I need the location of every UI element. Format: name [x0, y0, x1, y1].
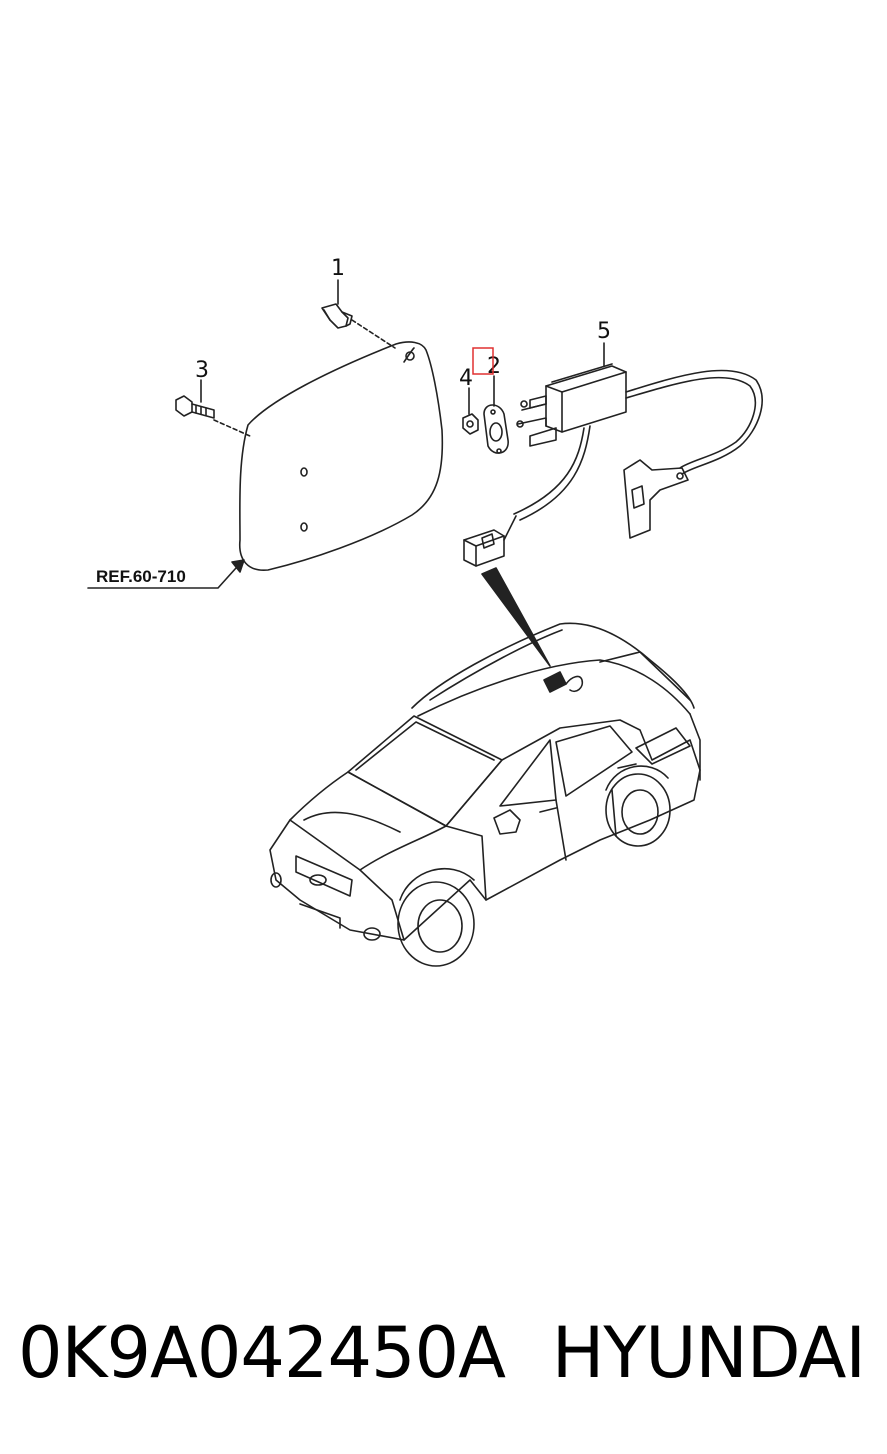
part-nut — [462, 413, 479, 435]
part-number: 0K9A042450A — [18, 1312, 506, 1394]
footer-caption: 0K9A042450A HYUNDAI — [0, 1298, 887, 1408]
cable-connector — [463, 515, 517, 567]
part-bolt — [175, 395, 215, 419]
callout-2: 2 — [487, 354, 501, 379]
callout-3: 3 — [195, 358, 209, 383]
part-antenna-module — [516, 363, 627, 447]
part-clip — [321, 303, 353, 329]
callout-1: 1 — [331, 256, 345, 281]
antenna-cable — [513, 369, 763, 521]
cable-bracket — [623, 459, 689, 539]
highlight-box — [472, 347, 494, 375]
assembly-line-1 — [351, 319, 396, 349]
roof-antenna-location — [543, 671, 584, 693]
reference-label: REF.60-710 — [96, 567, 186, 586]
ref-arrow — [231, 559, 245, 573]
callout-5: 5 — [597, 319, 611, 344]
vehicle-illustration — [269, 622, 701, 967]
parts-diagram: 1 3 4 2 5 REF.60-710 — [87, 256, 763, 967]
part-gasket — [483, 404, 509, 454]
brand-name: HYUNDAI — [551, 1312, 866, 1394]
ref-leader — [87, 567, 237, 589]
roof-panel — [239, 341, 444, 571]
callout-4: 4 — [459, 366, 473, 391]
assembly-line-3 — [213, 419, 251, 437]
